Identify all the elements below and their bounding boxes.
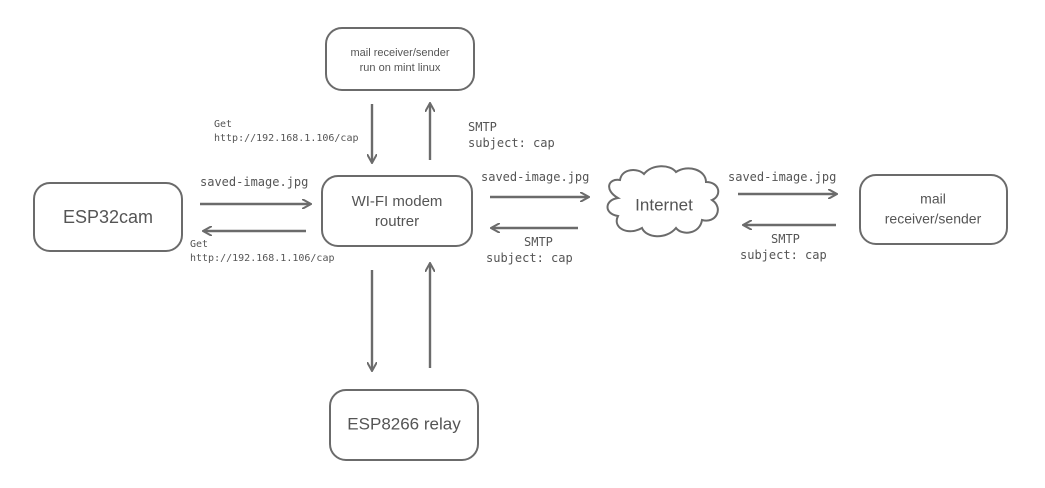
internet-node: Internet bbox=[606, 165, 720, 238]
mint-mail-server-line2: run on mint linux bbox=[360, 62, 441, 74]
edge-label-cam-to-modem: saved-image.jpg bbox=[200, 175, 308, 189]
mint-mail-server-line1: mail receiver/sender bbox=[350, 47, 449, 59]
mint-mail-server-box bbox=[325, 27, 475, 91]
edge-label-smtp-to-mint: SMTP subject: cap bbox=[468, 120, 555, 150]
remote-mail-line1: mail bbox=[920, 191, 946, 207]
remote-mail-line2: receiver/sender bbox=[885, 211, 982, 227]
esp8266-relay-label: ESP8266 relay bbox=[347, 414, 461, 433]
esp8266-relay-node: ESP8266 relay bbox=[329, 389, 479, 461]
remote-mail-node: mail receiver/sender bbox=[859, 174, 1008, 245]
edge-label-modem-to-cam: Get http://192.168.1.106/cap bbox=[190, 239, 335, 264]
esp32cam-node: ESP32cam bbox=[33, 182, 183, 252]
edge-label-mail-to-internet: SMTP subject: cap bbox=[740, 232, 827, 262]
wifi-modem-line2: routrer bbox=[375, 213, 419, 230]
esp8266-relay-box bbox=[329, 389, 479, 461]
wifi-modem-node: WI-FI modem routrer bbox=[321, 175, 473, 247]
esp32cam-label: ESP32cam bbox=[63, 207, 153, 227]
edge-label-get-to-modem: Get http://192.168.1.106/cap bbox=[214, 119, 359, 144]
wifi-modem-box bbox=[321, 175, 473, 247]
edge-label-internet-to-mail: saved-image.jpg bbox=[728, 170, 836, 184]
mint-mail-server-node: mail receiver/sender run on mint linux bbox=[325, 27, 475, 91]
edge-label-modem-to-internet: saved-image.jpg bbox=[481, 170, 589, 184]
internet-cloud-shape bbox=[606, 165, 720, 238]
wifi-modem-line1: WI-FI modem bbox=[352, 193, 443, 210]
remote-mail-box bbox=[859, 174, 1008, 245]
internet-label: Internet bbox=[635, 195, 693, 214]
edge-label-internet-to-modem: SMTP subject: cap bbox=[486, 235, 573, 265]
esp32cam-box bbox=[33, 182, 183, 252]
